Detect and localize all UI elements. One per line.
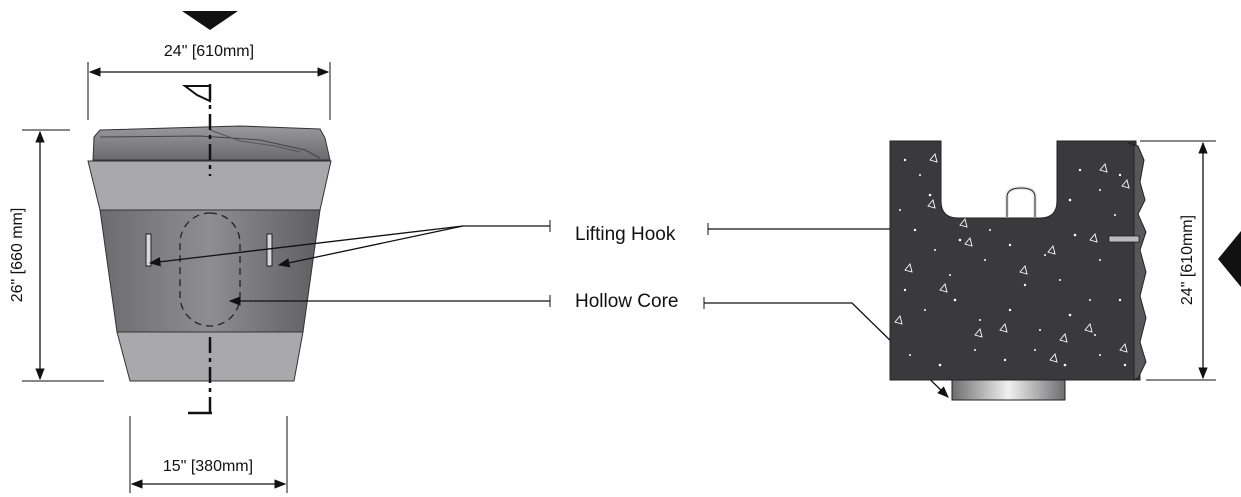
hollow-core-cylinder [951, 377, 1066, 401]
lifting-hook-slot-right [266, 233, 273, 267]
lifting-hook-arrow-left [148, 225, 464, 267]
hollow-core-label: Hollow Core [575, 291, 678, 312]
cap-fracture-line [209, 129, 301, 153]
lifting-hook-outline [1006, 187, 1036, 217]
block-body-band [99, 209, 321, 333]
view-direction-arrow-right [1218, 231, 1241, 287]
block-side-profile [889, 140, 1141, 381]
view-direction-arrow-top [182, 11, 238, 30]
left-height-label: 26" [660 mm] [9, 208, 26, 303]
cap-fracture-line [99, 135, 321, 159]
lifting-hook-slot-left [145, 233, 152, 267]
block-top-cap [92, 125, 331, 161]
aggregate-triangles [894, 153, 1130, 363]
aggregate-speckles [899, 158, 1127, 367]
lifting-hook-arrow-right [277, 225, 464, 268]
block-body-lower [116, 331, 304, 382]
top-width-label: 24" [610mm] [164, 43, 254, 60]
section-marker-top [182, 85, 211, 103]
block-rough-edge [1127, 142, 1147, 381]
hollow-core-outline [179, 212, 241, 327]
side-hook-slot [1108, 235, 1140, 243]
right-height-label: 24" [610mm] [1179, 215, 1196, 305]
bottom-width-label: 15" [380mm] [163, 458, 253, 475]
lifting-hook-label: Lifting Hook [575, 224, 676, 245]
lifting-hook-loop [1005, 185, 1037, 217]
